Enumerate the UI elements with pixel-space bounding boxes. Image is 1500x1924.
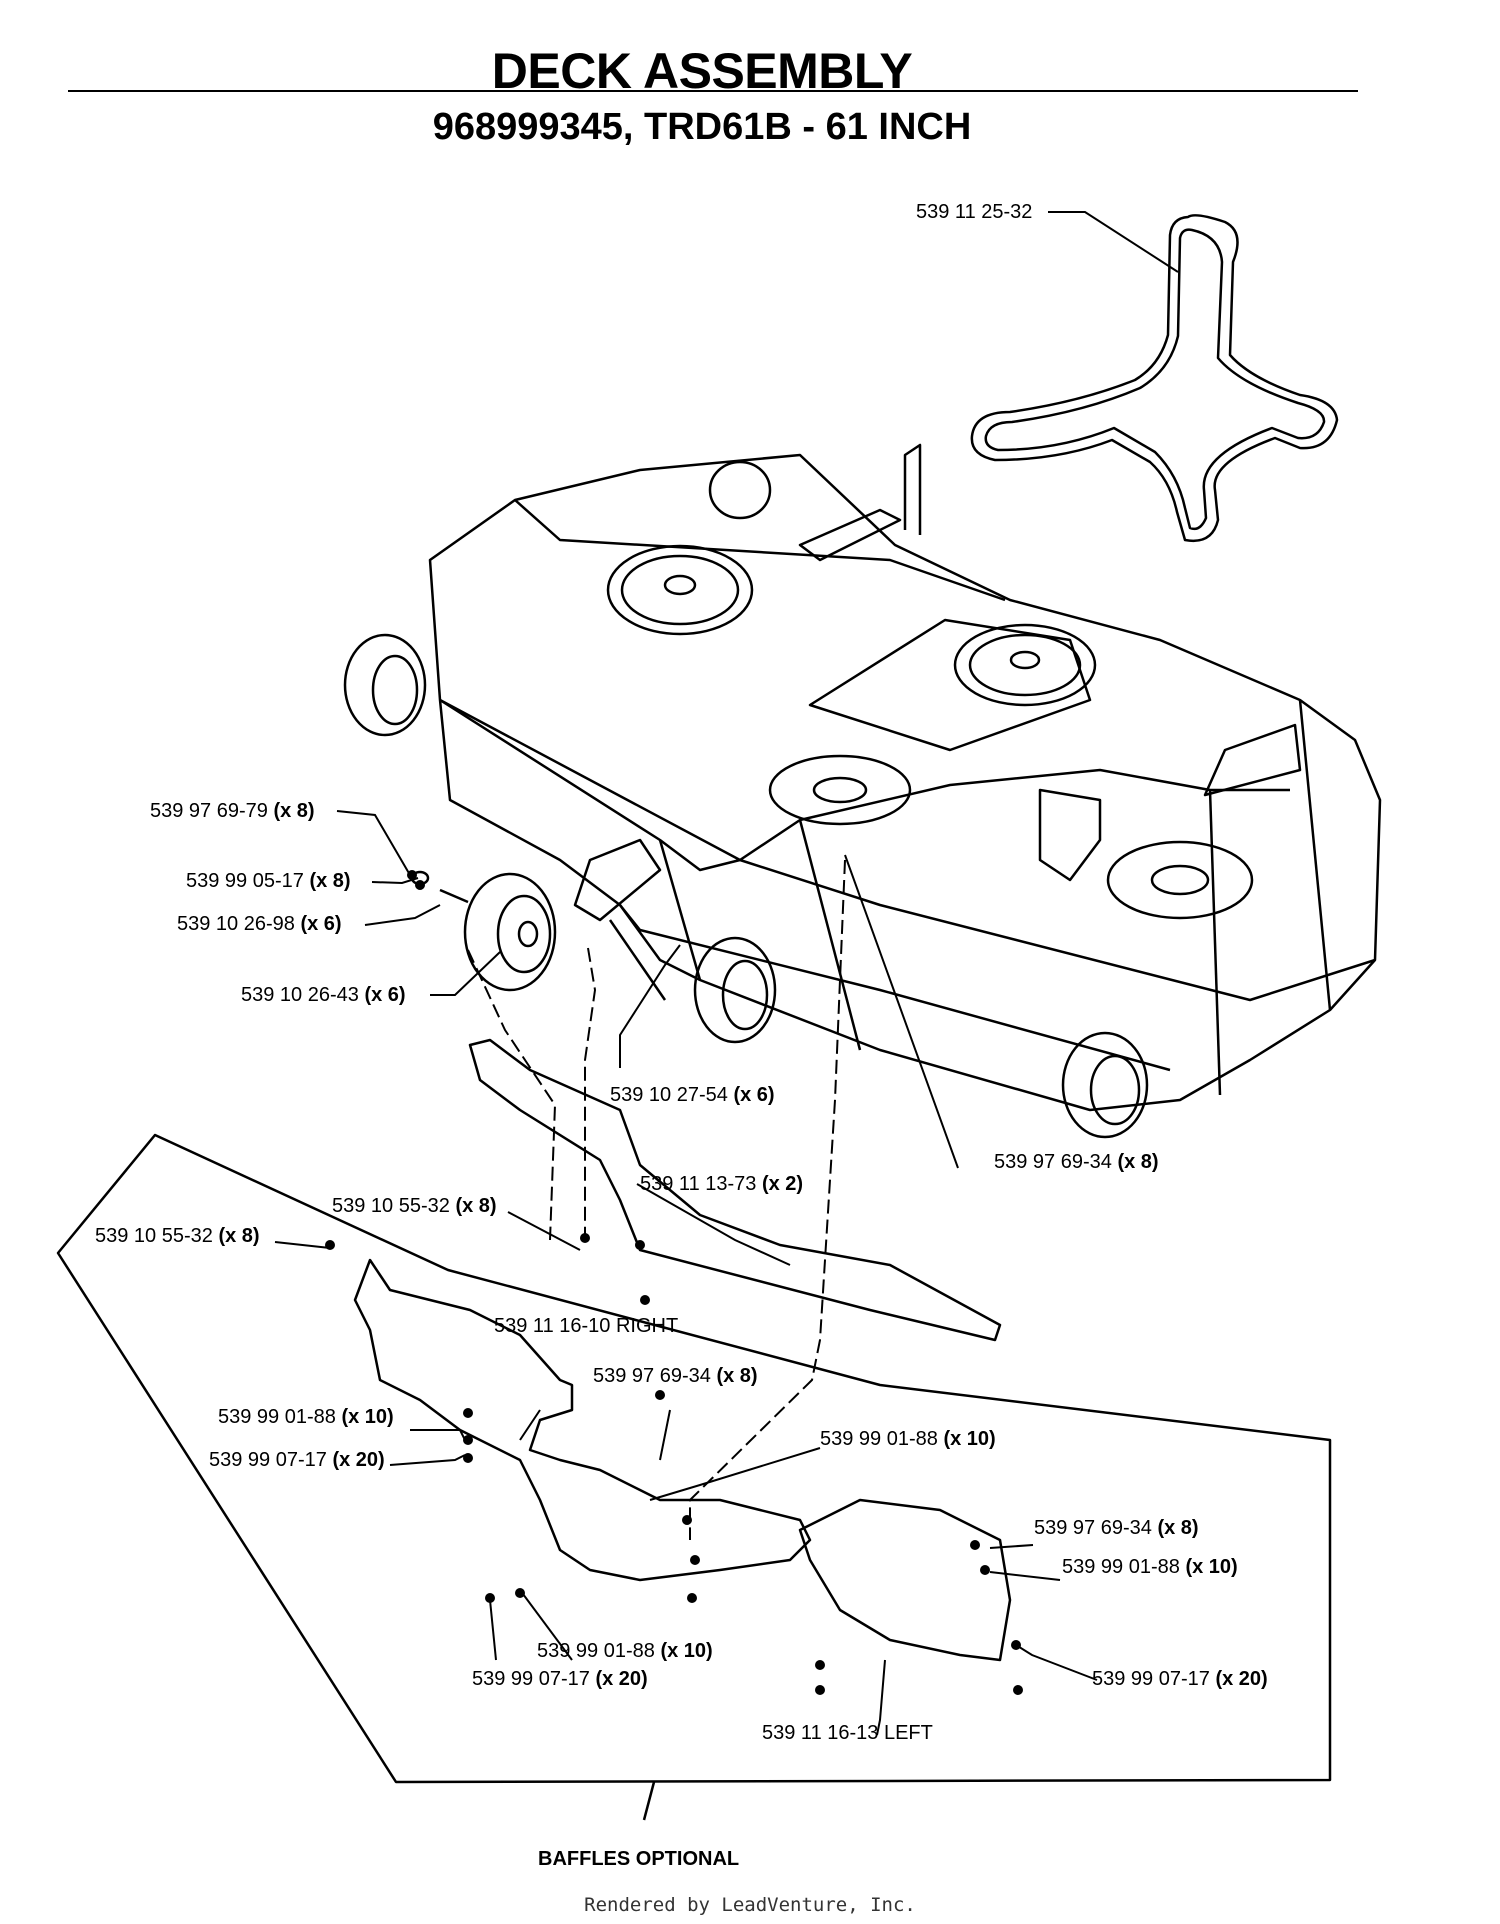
baffles-optional-label: BAFFLES OPTIONAL: [538, 1848, 740, 1870]
callout-deck-bolt-right: 539 97 69-34 (x 8): [994, 1151, 1159, 1173]
callout-axle: 539 10 26-98 (x 6): [177, 913, 342, 935]
callout-baffle-left: 539 11 16-13 LEFT: [762, 1722, 933, 1744]
rendered-by-footer: Rendered by LeadVenture, Inc.: [584, 1894, 916, 1916]
callout-washer-upper-left: 539 99 05-17 (x 8): [186, 870, 351, 892]
baffle-right-drawing: [353, 1258, 812, 1582]
callout-belt: 539 11 25-32: [916, 201, 1033, 223]
callout-washer-bottom: 539 99 01-88 (x 10): [537, 1640, 713, 1662]
page-subtitle: 968999345, TRD61B - 61 INCH: [432, 106, 972, 148]
callout-baffle-bolt-center: 539 97 69-34 (x 8): [593, 1365, 758, 1387]
callout-nut-left: 539 10 55-32 (x 8): [95, 1225, 260, 1247]
callout-nut-left-a: 539 99 07-17 (x 20): [209, 1449, 385, 1471]
baffle-bracket-drawing: [468, 1038, 1002, 1342]
callout-wheel-bolt: 539 10 27-54 (x 6): [610, 1084, 775, 1106]
title-rule: [68, 90, 1358, 92]
callout-washer-left-a: 539 99 01-88 (x 10): [218, 1406, 394, 1428]
callout-baffle-right: 539 11 16-10 RIGHT: [494, 1315, 679, 1337]
deck-housing-drawing: [428, 453, 1382, 1112]
callout-nut-center: 539 10 55-32 (x 8): [332, 1195, 497, 1217]
loose-wheel-drawing: [463, 872, 557, 992]
callout-nut-right: 539 99 07-17 (x 20): [1092, 1668, 1268, 1690]
callout-washer-center-a: 539 99 01-88 (x 10): [820, 1428, 996, 1450]
callout-bolt-upper-left: 539 97 69-79 (x 8): [150, 800, 315, 822]
leader-belt: [1048, 211, 1179, 273]
callout-wheel: 539 10 26-43 (x 6): [241, 984, 406, 1006]
callout-baffle-bolt-right: 539 97 69-34 (x 8): [1034, 1517, 1199, 1539]
baffle-left-drawing: [798, 1498, 1012, 1662]
page-title: DECK ASSEMBLY: [491, 43, 913, 99]
baffles-enclosure: [56, 1133, 1332, 1784]
callout-nut-bottom: 539 99 07-17 (x 20): [472, 1668, 648, 1690]
callout-washer-right: 539 99 01-88 (x 10): [1062, 1556, 1238, 1578]
belt-drawing: [970, 214, 1339, 543]
callout-baffle-bracket: 539 11 13-73 (x 2): [640, 1173, 804, 1195]
